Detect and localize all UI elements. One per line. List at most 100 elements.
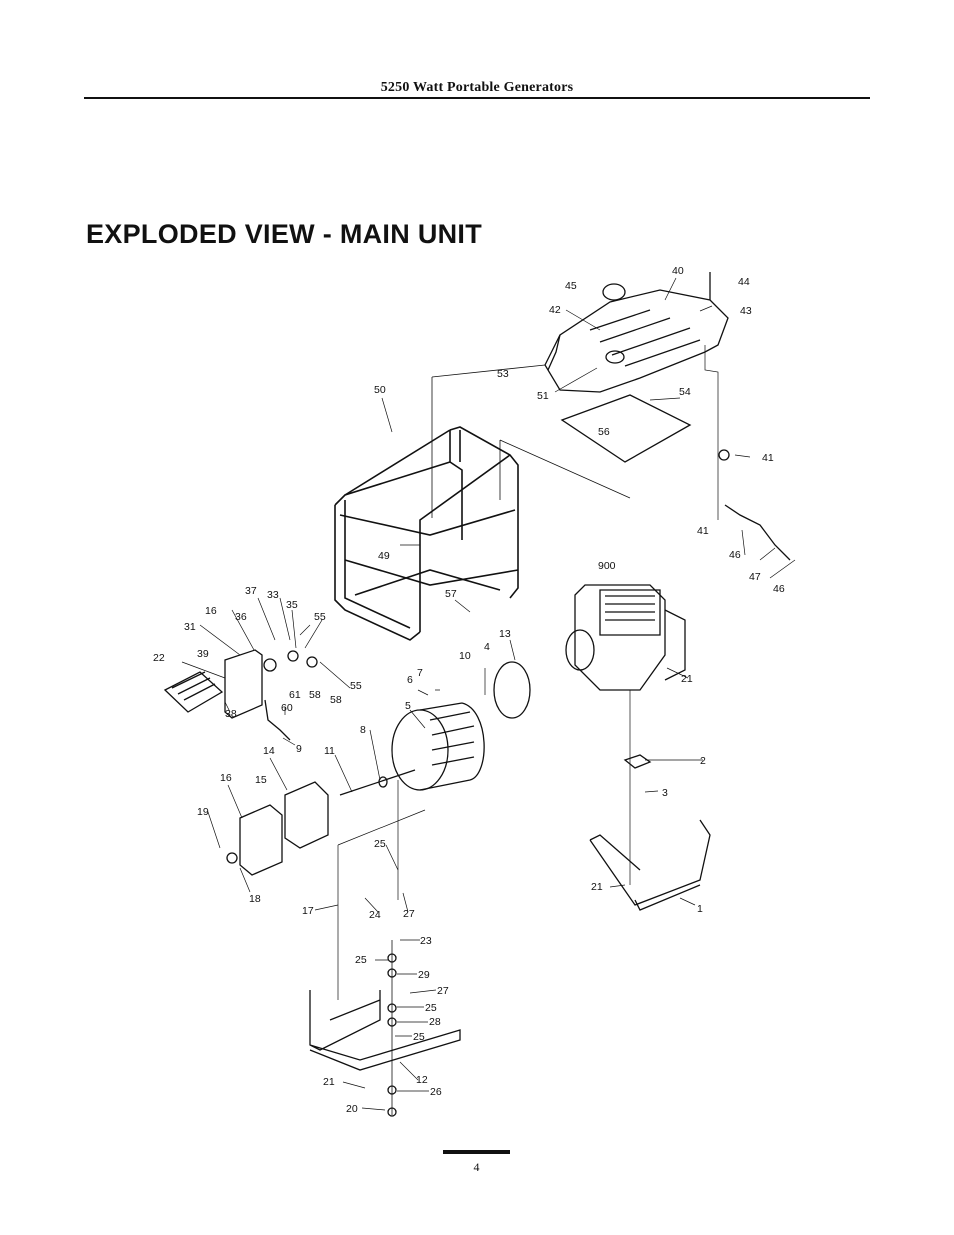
callout-36: 36	[235, 611, 247, 623]
breaker-2	[287, 650, 299, 662]
fuel-gauge	[605, 350, 625, 364]
callout-6: 6	[407, 674, 413, 686]
callout-55: 55	[314, 611, 326, 623]
callout-55: 55	[350, 680, 362, 692]
callout-8: 8	[360, 724, 366, 736]
callout-43: 43	[740, 305, 752, 317]
callout-14: 14	[263, 745, 275, 757]
callout-60: 60	[281, 702, 293, 714]
callout-11: 11	[324, 745, 335, 757]
callout-27: 27	[437, 985, 449, 997]
callout-39: 39	[197, 648, 209, 660]
callout-28: 28	[429, 1016, 441, 1028]
callout-labels: 1 2 3 4 5 6 7 8 9 10 11 12 13 14 15 16 1…	[153, 265, 785, 1115]
callout-58: 58	[309, 689, 321, 701]
fuel-valve	[718, 449, 730, 461]
fuel-cap	[602, 283, 626, 301]
callout-33: 33	[267, 589, 279, 601]
guide-line-1	[704, 345, 719, 520]
callout-25: 25	[413, 1031, 425, 1043]
through-bolt	[339, 769, 416, 796]
callout-18: 18	[249, 893, 261, 905]
callout-49: 49	[378, 550, 390, 562]
callout-35: 35	[286, 599, 298, 611]
callout-13: 13	[499, 628, 511, 640]
callout-16: 16	[205, 605, 217, 617]
callout-41: 41	[762, 452, 774, 464]
fuel-tank	[544, 289, 729, 393]
callout-2: 2	[700, 755, 706, 767]
callout-21: 21	[591, 881, 603, 893]
callout-25: 25	[425, 1002, 437, 1014]
callout-12: 12	[416, 1074, 428, 1086]
callout-25: 25	[374, 838, 386, 850]
engine-mount	[623, 754, 652, 769]
plug	[226, 852, 238, 864]
callout-16: 16	[220, 772, 232, 784]
callout-25: 25	[355, 954, 367, 966]
callout-40: 40	[672, 265, 684, 277]
tank-pad	[560, 394, 692, 463]
callout-900: 900	[598, 560, 616, 572]
callout-44: 44	[738, 276, 750, 288]
callout-29: 29	[418, 969, 430, 981]
callout-26: 26	[430, 1086, 442, 1098]
callout-17: 17	[302, 905, 314, 917]
washer	[378, 776, 388, 788]
callout-3: 3	[662, 787, 668, 799]
front-frame	[309, 990, 461, 1071]
callout-21: 21	[681, 673, 693, 685]
rotor-bearing	[493, 661, 531, 719]
header-rule	[84, 97, 870, 99]
breaker	[263, 658, 277, 672]
callout-57: 57	[445, 588, 457, 600]
alternator	[391, 702, 485, 791]
outlet-panel-rear	[239, 804, 283, 876]
running-header: 5250 Watt Portable Generators	[380, 80, 574, 95]
outlet-panel-front	[224, 649, 263, 719]
rear-frame	[589, 819, 711, 911]
callout-27: 27	[403, 908, 415, 920]
breaker-3	[306, 656, 318, 668]
guide-line-3	[337, 809, 426, 1000]
panel-cover	[163, 671, 224, 713]
callout-5: 5	[405, 700, 411, 712]
callout-46: 46	[729, 549, 741, 561]
leader-lines	[181, 277, 796, 1111]
callout-46: 46	[773, 583, 785, 595]
callout-10: 10	[459, 650, 471, 662]
frame	[334, 426, 519, 641]
callout-42: 42	[549, 304, 561, 316]
callout-56: 56	[598, 426, 610, 438]
callout-53: 53	[497, 368, 509, 380]
callout-45: 45	[565, 280, 577, 292]
page-number: 4	[473, 1160, 480, 1174]
callout-22: 22	[153, 652, 165, 664]
callout-19: 19	[197, 806, 209, 818]
callout-38: 38	[225, 708, 237, 720]
callout-58: 58	[330, 694, 342, 706]
callout-50: 50	[374, 384, 386, 396]
fuel-line	[724, 504, 791, 561]
engine	[565, 584, 686, 691]
callout-23: 23	[420, 935, 432, 947]
callout-54: 54	[679, 386, 691, 398]
callout-15: 15	[255, 774, 267, 786]
footer-bar	[443, 1150, 510, 1154]
panel-wires	[264, 699, 291, 741]
callout-47: 47	[749, 571, 761, 583]
callout-61: 61	[289, 689, 301, 701]
callout-20: 20	[346, 1103, 358, 1115]
rear-cover	[284, 781, 329, 849]
callout-31: 31	[184, 621, 196, 633]
callout-24: 24	[369, 909, 381, 921]
callout-1: 1	[697, 903, 703, 915]
callout-21: 21	[323, 1076, 335, 1088]
callout-51: 51	[537, 390, 549, 402]
tank-guide-lines	[431, 364, 631, 518]
callout-41: 41	[697, 525, 709, 537]
callout-9: 9	[296, 743, 302, 755]
callout-37: 37	[245, 585, 257, 597]
callout-4: 4	[484, 641, 490, 653]
